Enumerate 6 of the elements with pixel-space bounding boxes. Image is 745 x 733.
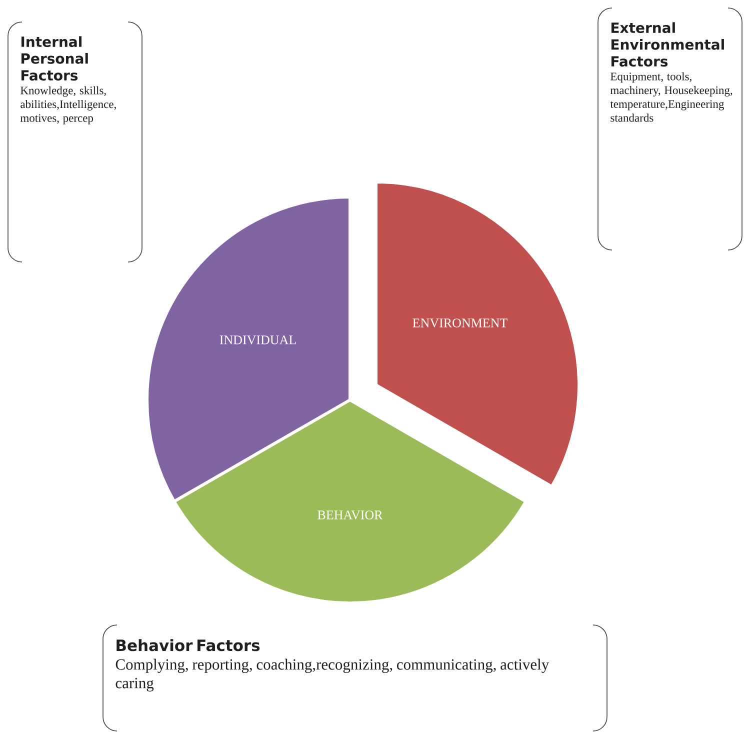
pie-slice: INDIVIDUAL [146,195,352,503]
pie-slice: ENVIRONMENT [374,180,581,488]
text-box: Behavior Factors Complying, reporting, coaching,recognizing, communicating, actively caring [102,624,608,732]
pie-slice: BEHAVIOR [172,398,528,605]
text-box: Internal Personal Factors Knowledge, skills, abilities,Intelligence, motives, percep [8,22,142,262]
text-box: External Environmental Factors Equipment, tools, machinery, Housekeeping, temperature,Engineering standards [598,8,742,250]
